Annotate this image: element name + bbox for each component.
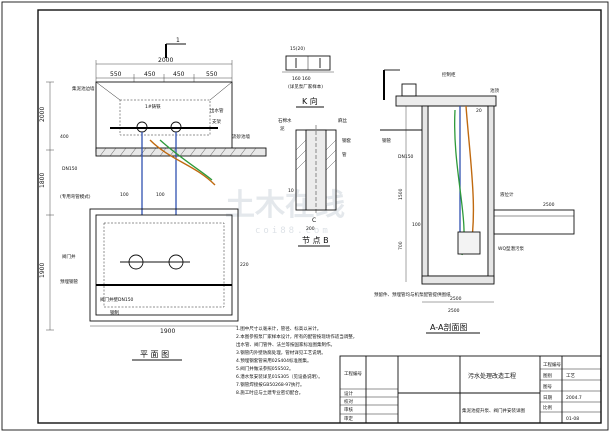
plan-label-dn: DN150 xyxy=(62,166,78,172)
dim-top-total: 2000 xyxy=(158,57,173,64)
tb-cell-1: 设计 xyxy=(344,390,353,397)
note-line-5: 4.预埋钢套管采用02S404标准图集。 xyxy=(236,357,311,364)
k-view: 15(20) 160 160 (详见泵厂家样本) K 向 xyxy=(282,46,334,108)
tb-right-label-4: 比例 xyxy=(543,404,552,411)
plan-label-preembed: 预埋钢管 xyxy=(60,278,78,285)
note-line-8: 7.钢管焊接按GB50268-97执行。 xyxy=(236,381,305,388)
tb-right-value-4: 01-08 xyxy=(566,416,579,422)
sec-label-100: 100 xyxy=(412,222,421,228)
dim-top-2: 450 xyxy=(144,71,156,78)
sec-label-pump: WQ型潜污泵 xyxy=(498,245,524,252)
note-line-7: 6.潜水泵安装详见01S305（见设备说明）。 xyxy=(236,373,323,380)
plan-label-pump: 1#铸铁 xyxy=(145,103,161,110)
node-b-dim-1: 10 xyxy=(288,188,294,194)
plan-label-220: 220 xyxy=(240,262,249,268)
tb-drawing: 集泥池提升泵、阀门井安装详图 xyxy=(462,407,525,414)
plan-label-bracket: 支架 xyxy=(212,118,221,125)
k-note: (详见泵厂家样本) xyxy=(288,83,323,90)
dim-left-3: 1900 xyxy=(39,263,46,278)
note-line-4: 3.钢管内外壁防腐处理，管材详见工艺说明。 xyxy=(236,349,326,356)
k-top-dim: 15(20) xyxy=(290,46,305,52)
submersible-pump-icon xyxy=(457,231,481,255)
notes-block: 1.图中尺寸以毫米计，管径、标高以米计。 2.本图参照泵厂家样本设计，所有的配管… xyxy=(236,325,357,396)
plan-dim-100a: 100 xyxy=(120,192,129,198)
tb-cell-3: 审核 xyxy=(344,406,353,413)
sec-label-steel: 钢管 xyxy=(382,137,391,144)
sec-dim-2500-b2: 2500 xyxy=(448,308,460,314)
plan-title: 平 面 图 xyxy=(140,350,169,359)
dim-left-2: 1800 xyxy=(39,173,46,188)
node-b-label-3: 麻丝 xyxy=(338,117,347,124)
note-line-3: 出水管、阀门管件、法兰等按国家标准图集制作。 xyxy=(236,341,335,348)
tb-right-label-2: 图号 xyxy=(543,384,552,390)
dim-top-1: 550 xyxy=(110,71,122,78)
node-b-dim-2: 200 xyxy=(306,226,315,232)
note-line-1: 1.图中尺寸以毫米计，管径、标高以米计。 xyxy=(236,325,321,332)
node-b-title: 节 点 B xyxy=(302,236,329,245)
plan-dim-bottom: 1900 xyxy=(160,328,175,335)
plan-dim-100b: 100 xyxy=(156,192,165,198)
dim-left-1: 2000 xyxy=(39,107,46,122)
note-line-9: 8.施工时应与土建专业密切配合。 xyxy=(236,389,303,396)
note-line-6: 5.阀门井做法参照05S502。 xyxy=(236,365,293,372)
watermark-sub: coi88.com xyxy=(255,226,331,236)
tb-right-value-3: 2004.7 xyxy=(566,395,582,401)
tb-right-label-3: 日期 xyxy=(543,395,552,401)
section-title: A-A剖面图 xyxy=(430,322,467,332)
node-b-label-5: 管 xyxy=(342,151,347,158)
control-cabinet-icon xyxy=(401,83,417,97)
sec-dim-2500-top: 2500 xyxy=(543,202,555,208)
node-b-letter: C xyxy=(312,217,316,224)
section-aa: 控制柜 池顶 20 钢管 2500 WQ型潜污泵 液位计 DN150 预留件、预… xyxy=(374,69,575,334)
sec-label-note: 预留件、预埋管均与机泵配管提供图纸 xyxy=(374,291,451,298)
plan-label-wall: 集泥池边墙 xyxy=(72,85,95,92)
k-mid-dim: 160 160 xyxy=(292,76,311,82)
plan-dim-400: 400 xyxy=(60,134,69,140)
node-b-label-1: 石棉水 xyxy=(278,117,292,124)
sec-label-20: 20 xyxy=(476,108,482,114)
sec-label-cabinet: 控制柜 xyxy=(442,71,456,78)
tb-cell-4: 审定 xyxy=(344,415,353,422)
tb-right-label-1: 图别 xyxy=(543,372,552,379)
sec-dim-700: 700 xyxy=(398,241,404,250)
tb-right-value-1: 工艺 xyxy=(566,373,575,379)
sec-dim-1500: 1500 xyxy=(398,188,404,200)
tb-cell-2: 校对 xyxy=(344,398,353,405)
node-b: 石棉水 泥 麻丝 钢套 管 C 10 200 节 点 B xyxy=(278,117,351,247)
note-line-2: 2.本图参照泵厂家样本设计，所有的配管按现场作适当调整， xyxy=(236,333,357,340)
section-mark-1: 1 xyxy=(176,37,180,44)
plan-label-outlet: 出水管 xyxy=(210,107,224,114)
node-b-label-4: 钢套 xyxy=(342,137,351,144)
plan-label-dn-wall: 阀门井壁DN150 xyxy=(100,296,134,303)
title-block: 工程编号 设计 校对 审核 审定 污水处理改造工程 集泥池提升泵、阀门井安装详图… xyxy=(339,355,602,424)
plan-label-bend: (专用弯管模式) xyxy=(60,193,91,200)
tb-cell-0: 工程编号 xyxy=(344,370,362,377)
inner-border xyxy=(37,9,602,424)
k-title: K 向 xyxy=(302,96,318,106)
plan-label-wall2: 流砂池墙 xyxy=(232,133,250,140)
tb-right-label-0: 工程编号 xyxy=(543,361,561,368)
watermark-main: 土木在线 xyxy=(225,188,345,223)
dim-top-3: 450 xyxy=(173,71,185,78)
sec-dim-2500-b1: 2500 xyxy=(450,296,462,302)
plan-label-steel: 钢制 xyxy=(110,309,119,316)
node-b-label-2: 泥 xyxy=(280,125,285,132)
sec-label-level: 液位计 xyxy=(500,191,514,198)
tb-project: 污水处理改造工程 xyxy=(468,372,516,380)
sec-label-top: 池顶 xyxy=(490,87,499,94)
dim-top-4: 550 xyxy=(206,71,218,78)
plan-view: 1 2000 550 450 450 550 2000 1800 1900 集泥… xyxy=(39,37,267,361)
plan-label-chamber: 阀门井 xyxy=(62,253,76,260)
